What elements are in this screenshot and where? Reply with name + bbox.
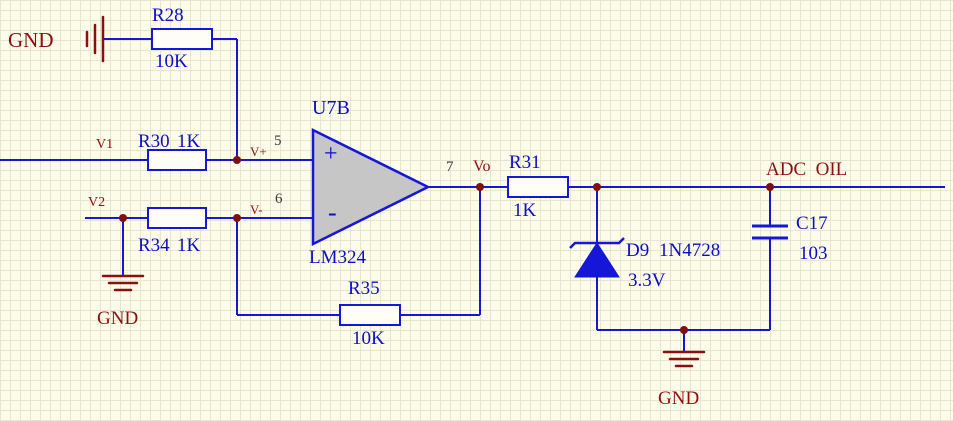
value-c17[interactable]: 103 [799, 243, 828, 264]
opamp-minus-sign: - [328, 198, 337, 227]
net-label-gnd-bottom[interactable]: GND [658, 388, 700, 409]
value-r30[interactable]: 1K [177, 131, 201, 152]
pin-number-6: 6 [275, 191, 283, 207]
opamp-plus-sign: + [324, 141, 338, 167]
net-label-v-plus[interactable]: V+ [250, 144, 267, 159]
designator-d9[interactable]: D9 [626, 240, 650, 261]
net-label-v2[interactable]: V2 [88, 195, 106, 210]
wires[interactable] [0, 38, 945, 352]
value-r35[interactable]: 10K [352, 328, 385, 349]
resistor-r35[interactable] [339, 304, 401, 326]
net-label-v1[interactable]: V1 [96, 137, 114, 152]
gnd-earth-symbol-bottom[interactable] [662, 350, 706, 368]
resistor-r34[interactable] [147, 207, 207, 229]
gnd-earth-symbol-mid[interactable] [101, 274, 145, 292]
resistor-r31[interactable] [507, 176, 569, 198]
designator-r30[interactable]: R30 [138, 131, 170, 152]
junction-dots [119, 156, 774, 334]
designator-r31[interactable]: R31 [509, 152, 541, 173]
resistor-r30[interactable] [147, 149, 207, 171]
gnd-bar-symbol-top[interactable] [85, 15, 105, 63]
net-label-v-minus[interactable]: V- [250, 202, 263, 217]
designator-u7b[interactable]: U7B [312, 97, 350, 119]
net-label-gnd-top[interactable]: GND [8, 28, 54, 52]
value-r34[interactable]: 1K [177, 235, 201, 256]
part-lm324[interactable]: LM324 [309, 247, 366, 268]
designator-r34[interactable]: R34 [138, 235, 170, 256]
pin-number-5: 5 [274, 133, 282, 149]
value-r28[interactable]: 10K [155, 51, 188, 72]
part-d9[interactable]: 1N4728 [659, 240, 721, 261]
pin-number-7: 7 [446, 159, 454, 175]
opamp-u7b-symbol[interactable] [311, 127, 431, 247]
zener-diode-d9-symbol[interactable] [569, 237, 625, 278]
designator-r28[interactable]: R28 [152, 5, 184, 26]
value-d9[interactable]: 3.3V [628, 270, 666, 291]
designator-c17[interactable]: C17 [796, 213, 828, 234]
capacitor-c17-symbol[interactable] [752, 224, 788, 240]
net-label-adc-oil[interactable]: ADC OIL [766, 159, 848, 180]
net-label-gnd-mid[interactable]: GND [97, 308, 139, 329]
value-r31[interactable]: 1K [513, 200, 537, 221]
net-label-vo[interactable]: Vo [473, 158, 491, 175]
resistor-r28[interactable] [151, 28, 213, 50]
designator-r35[interactable]: R35 [348, 278, 380, 299]
